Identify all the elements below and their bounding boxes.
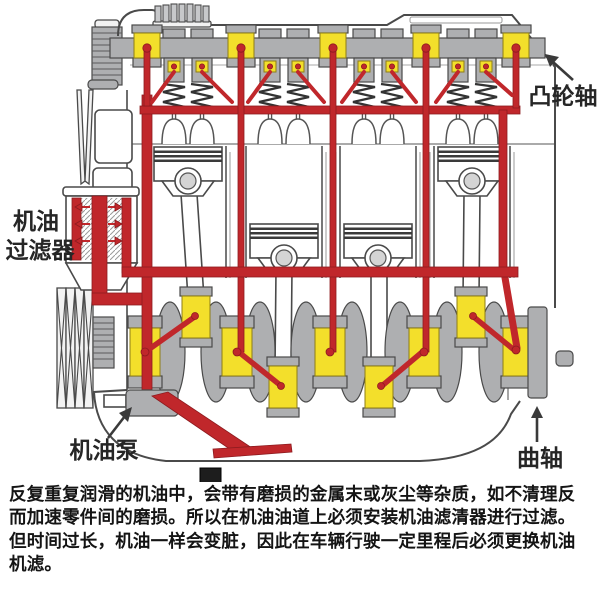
pickup-strainer (212, 443, 293, 459)
flywheel (527, 306, 574, 399)
camshaft-label: 凸轮轴 (529, 83, 598, 110)
oil-pan (92, 389, 521, 482)
crank-pulley (56, 287, 94, 409)
piston-2 (249, 223, 319, 274)
camshaft-arrow (552, 61, 574, 81)
caption-line: 但时间过长，机油一样会变脏，因此在车辆行驶一定里程后必须更换机油 (9, 531, 576, 552)
lifter-oil-branches (150, 70, 514, 104)
drain-plug (199, 467, 222, 482)
timing-gear-lower (92, 316, 115, 369)
caption-line: 而加速零件间的磨损。所以在机油油道上必须安装机油滤清器进行过滤。 (9, 508, 576, 529)
front-mount-housings (92, 109, 133, 196)
caption-text: 反复重复润滑的机油中，会带有磨损的金属末或灰尘等杂质，如不清理反 而加速零件间的… (9, 484, 595, 578)
crank-oil-drillings (145, 315, 516, 388)
oil-filter-label-line1: 机油 (13, 209, 59, 235)
camshaft-assembly (109, 24, 546, 144)
oil-feed-points (140, 43, 521, 390)
engine-lubrication-diagram: 机油 过滤器 机油泵 凸轮轴 曲轴 (6, 3, 598, 482)
caption-line: 反复重复润滑的机油中，会带有磨损的金属末或灰尘等杂质，如不清理反 (9, 485, 576, 505)
main-oil-gallery (121, 266, 519, 278)
oil-pickup (151, 391, 293, 459)
piston-4 (437, 146, 507, 197)
front-pulley (76, 89, 94, 186)
filter-flow-arrows (74, 202, 123, 246)
piston-1 (153, 146, 223, 197)
oil-filler-cap (152, 3, 212, 28)
oil-filter-label-line2: 过滤器 (6, 238, 76, 264)
labels: 机油 过滤器 机油泵 凸轮轴 曲轴 (6, 54, 598, 472)
oil-pump-arrow (106, 415, 127, 439)
crankshaft-label: 曲轴 (517, 445, 563, 472)
caption-line: 机滤。 (9, 555, 63, 576)
oil-circuit (71, 43, 521, 396)
oil-pump-label: 机油泵 (70, 438, 139, 464)
piston-3 (343, 223, 413, 274)
